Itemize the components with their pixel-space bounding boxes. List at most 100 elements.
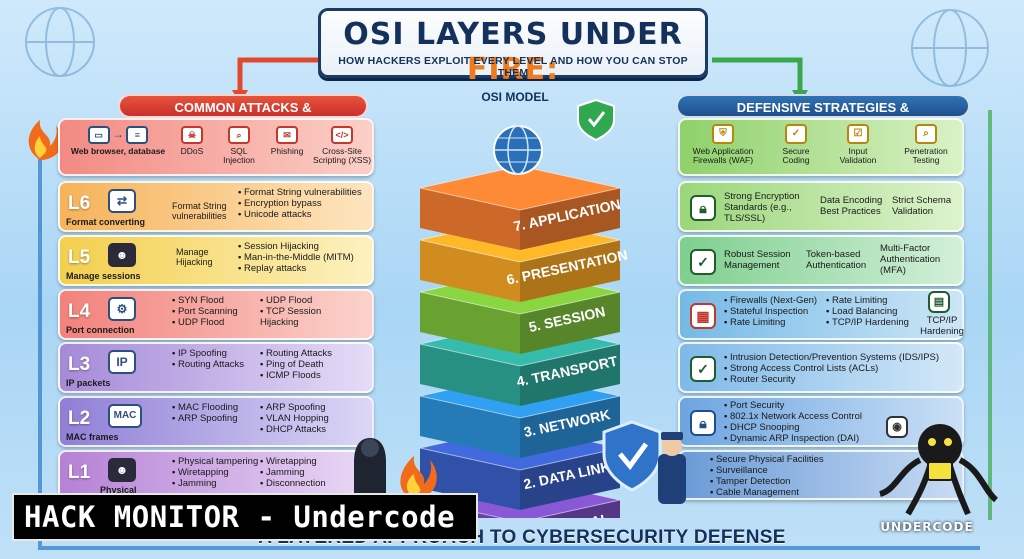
layer-tag-l5: L5 xyxy=(68,247,91,268)
lock-icon: 🔒︎ xyxy=(690,195,716,221)
list-item: DHCP Snooping xyxy=(724,422,862,433)
list-item: Session Hijacking xyxy=(238,241,354,252)
r5-mfa: Multi-Factor Authentication (MFA) xyxy=(880,243,941,276)
osi-layer-right-face xyxy=(520,344,620,406)
input-validation-label: Input Validation xyxy=(839,146,877,165)
list-item: 802.1x Network Access Control xyxy=(724,411,862,422)
waf-label: Web Application Firewalls (WAF) xyxy=(692,146,754,165)
osi-layer-left-face xyxy=(420,344,520,406)
list-item: Rate Limiting xyxy=(826,295,909,306)
checklist-icon: ☑ xyxy=(847,124,869,144)
r6-encoding: Data Encoding Best Practices xyxy=(820,195,883,217)
list-item: Load Balancing xyxy=(826,306,909,317)
attacks-row-l5: L5 ☻ Manage Hijacking Session Hijacking … xyxy=(58,235,374,286)
r4-hardening-label: TCP/IP Hardening xyxy=(920,315,964,337)
hacker-figure-icon xyxy=(354,438,386,500)
defenses-row-r7: ⛨ Web Application Firewalls (WAF) ✓ Secu… xyxy=(678,118,964,176)
l2-sub-label: MAC frames xyxy=(66,432,119,442)
list-item: MAC Flooding xyxy=(172,402,238,413)
l4-attack-list-a: SYN Flood Port Scanning UDP Flood xyxy=(172,295,238,328)
list-item: Unicode attacks xyxy=(238,209,362,220)
list-item: UDP Flood xyxy=(260,295,360,306)
osi-layer-right-face xyxy=(520,448,620,510)
list-item: ARP Spoofing xyxy=(260,402,329,413)
l6-sub-label: Format converting xyxy=(66,217,146,227)
hacker-icon: ☻ xyxy=(108,458,136,482)
list-item: UDP Flood xyxy=(172,317,238,328)
sql-label: SQL Injection xyxy=(223,146,255,165)
shield-check-icon xyxy=(602,420,662,492)
shield-check-icon: ✓ xyxy=(690,249,716,275)
r6-encryption: Strong Encryption Standards (e.g., TLS/S… xyxy=(724,191,800,224)
arrow-icon: → xyxy=(112,127,124,141)
l1-sub-label: Physical xyxy=(100,485,137,495)
l7-browser-db: ▭ → ≡ Web browser, database xyxy=(68,126,168,156)
ddos-icon: ☠ xyxy=(181,126,203,144)
list-item: Cable Management xyxy=(710,487,824,498)
l7-sql: ⌕ SQL Injection xyxy=(216,126,262,165)
database-icon: ≡ xyxy=(126,126,149,144)
osi-layer-right-face xyxy=(520,396,620,458)
l7-ddos: ☠ DDoS xyxy=(172,126,212,156)
l5-attack-list: Session Hijacking Man-in-the-Middle (MIT… xyxy=(238,241,354,274)
security-guard-icon xyxy=(658,432,686,504)
list-item: Format String vulnerabilities xyxy=(238,187,362,198)
list-item: Tamper Detection xyxy=(710,476,824,487)
l4-sub-label: Port connection xyxy=(66,325,135,335)
list-item: Secure Physical Facilities xyxy=(710,454,824,465)
lock-icon: 🔒︎ xyxy=(690,410,716,436)
fire-icon xyxy=(400,456,437,499)
phishing-icon: ✉ xyxy=(276,126,298,144)
page-title: OSI LAYERS UNDER FIRE: xyxy=(321,17,705,87)
list-item: ICMP Floods xyxy=(260,370,332,381)
sql-icon: ⌕ xyxy=(228,126,250,144)
list-item: Wiretapping xyxy=(172,467,258,478)
list-item: Replay attacks xyxy=(238,263,354,274)
list-item: ARP Spoofing xyxy=(172,413,238,424)
osi-model-header: OSI MODEL xyxy=(481,90,549,104)
osi-layer-right-face xyxy=(520,188,620,250)
globe-icon xyxy=(493,125,543,175)
phishing-label: Phishing xyxy=(270,146,304,156)
gear-icon: ⚙ xyxy=(108,297,136,321)
layer-tag-l4: L4 xyxy=(68,301,91,322)
xss-label: Cross-Site Scripting (XSS) xyxy=(312,146,372,165)
octopus-hacker-icon xyxy=(878,424,999,516)
mac-icon: MAC xyxy=(108,404,142,428)
r7-waf: ⛨ Web Application Firewalls (WAF) xyxy=(684,124,762,165)
firewall-icon: ▦ xyxy=(690,303,716,329)
r7-pen-test: ⌕ Penetration Testing xyxy=(894,124,958,165)
attacks-row-l3: L3 IP IP Spoofing Routing Attacks Routin… xyxy=(58,342,374,393)
r4-list-b: Rate Limiting Load Balancing TCP/IP Hard… xyxy=(826,295,909,328)
r5-token-auth: Token-based Authentication xyxy=(806,249,867,271)
r2-list: Port Security 802.1x Network Access Cont… xyxy=(724,400,862,444)
hacker-icon: ☻ xyxy=(108,243,136,267)
osi-layer-left-face xyxy=(420,188,520,250)
layer-tag-l2: L2 xyxy=(68,408,91,429)
osi-layer-right-face xyxy=(520,240,620,302)
brand-logo-text: UNDERCODE xyxy=(880,520,974,534)
attacks-row-l6: L6 ⇄ Format String vulnerabilities Forma… xyxy=(58,181,374,232)
l4-attack-list-b: UDP Flood TCP Session Hijacking xyxy=(260,295,360,328)
l3-attack-list-a: IP Spoofing Routing Attacks xyxy=(172,348,244,370)
r4-list-a: Firewalls (Next-Gen) Stateful Inspection… xyxy=(724,295,817,328)
layer-tag-l3: L3 xyxy=(68,354,91,375)
layer-tag-l6: L6 xyxy=(68,193,91,214)
list-item: Jamming xyxy=(172,478,258,489)
list-item: Disconnection xyxy=(260,478,326,489)
l1-attack-list-b: Wiretapping Jamming Disconnection xyxy=(260,456,326,489)
list-item: Port Scanning xyxy=(172,306,238,317)
list-item: Man-in-the-Middle (MITM) xyxy=(238,252,354,263)
osi-layer-left-face xyxy=(420,396,520,458)
r5-session-mgmt: Robust Session Management xyxy=(724,249,791,271)
server-icon: ▤ xyxy=(928,291,950,313)
list-item: DHCP Attacks xyxy=(260,424,329,435)
secure-coding-label: Secure Coding xyxy=(782,146,810,165)
list-item: Ping of Death xyxy=(260,359,332,370)
code-icon: </> xyxy=(331,126,353,144)
l7-sub-label: Web browser, database xyxy=(70,146,166,156)
osi-layer-block: 7. APPLICATION xyxy=(419,165,622,250)
list-item: Intrusion Detection/Prevention Systems (… xyxy=(724,352,939,363)
